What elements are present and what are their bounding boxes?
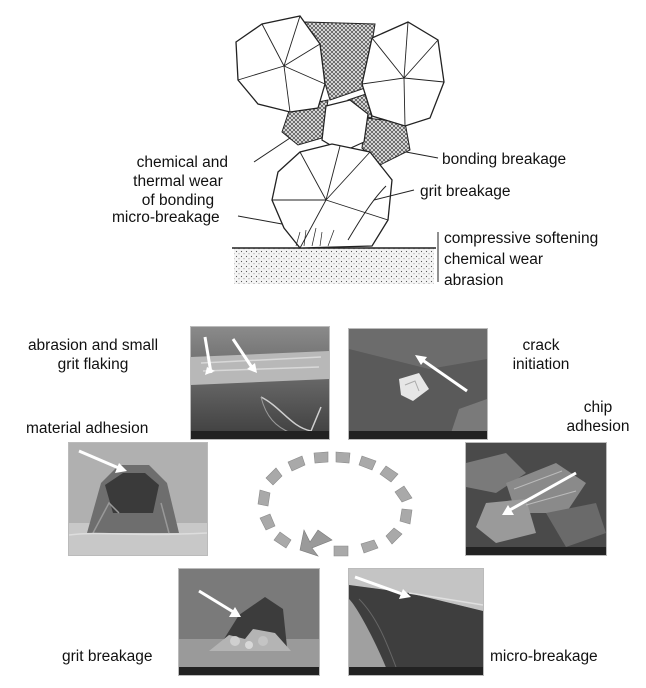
label-chemical-thermal-wear: chemical and thermal wear of bonding (133, 154, 228, 209)
label-abrasion: abrasion (444, 272, 504, 289)
label-material-adhesion: material adhesion (26, 420, 149, 437)
label-abrasion-flaking: abrasion and small grit flaking (27, 337, 159, 373)
grain-bottom (271, 143, 393, 249)
sem-image-grit-breakage (178, 568, 320, 676)
wear-cycle-circular-arrow (257, 451, 413, 557)
grain-left (235, 15, 326, 113)
label-micro-breakage-bottom: micro-breakage (490, 648, 598, 665)
grain-right (361, 21, 445, 127)
workpiece-surface (232, 247, 436, 284)
label-chemical-wear: chemical wear (444, 251, 544, 268)
label-compressive-softening: compressive softening (444, 230, 599, 247)
label-bonding-breakage: bonding breakage (442, 151, 567, 168)
leader-lines (237, 137, 439, 282)
sem-image-chip-adhesion (465, 442, 607, 556)
label-micro-breakage-top: micro-breakage (112, 209, 220, 226)
label-chip-adhesion: chip adhesion (566, 399, 630, 435)
sem-image-micro-breakage (348, 568, 484, 676)
sem-image-crack-initiation (348, 328, 488, 440)
label-crack-initiation: crack initiation (512, 337, 570, 373)
label-grit-breakage-top: grit breakage (420, 183, 511, 200)
grain-middle (321, 99, 369, 153)
sem-image-abrasion-flaking (190, 326, 330, 440)
grain-wear-schematic (232, 15, 445, 284)
label-grit-breakage-bottom: grit breakage (62, 648, 153, 665)
sem-image-material-adhesion (68, 442, 208, 556)
